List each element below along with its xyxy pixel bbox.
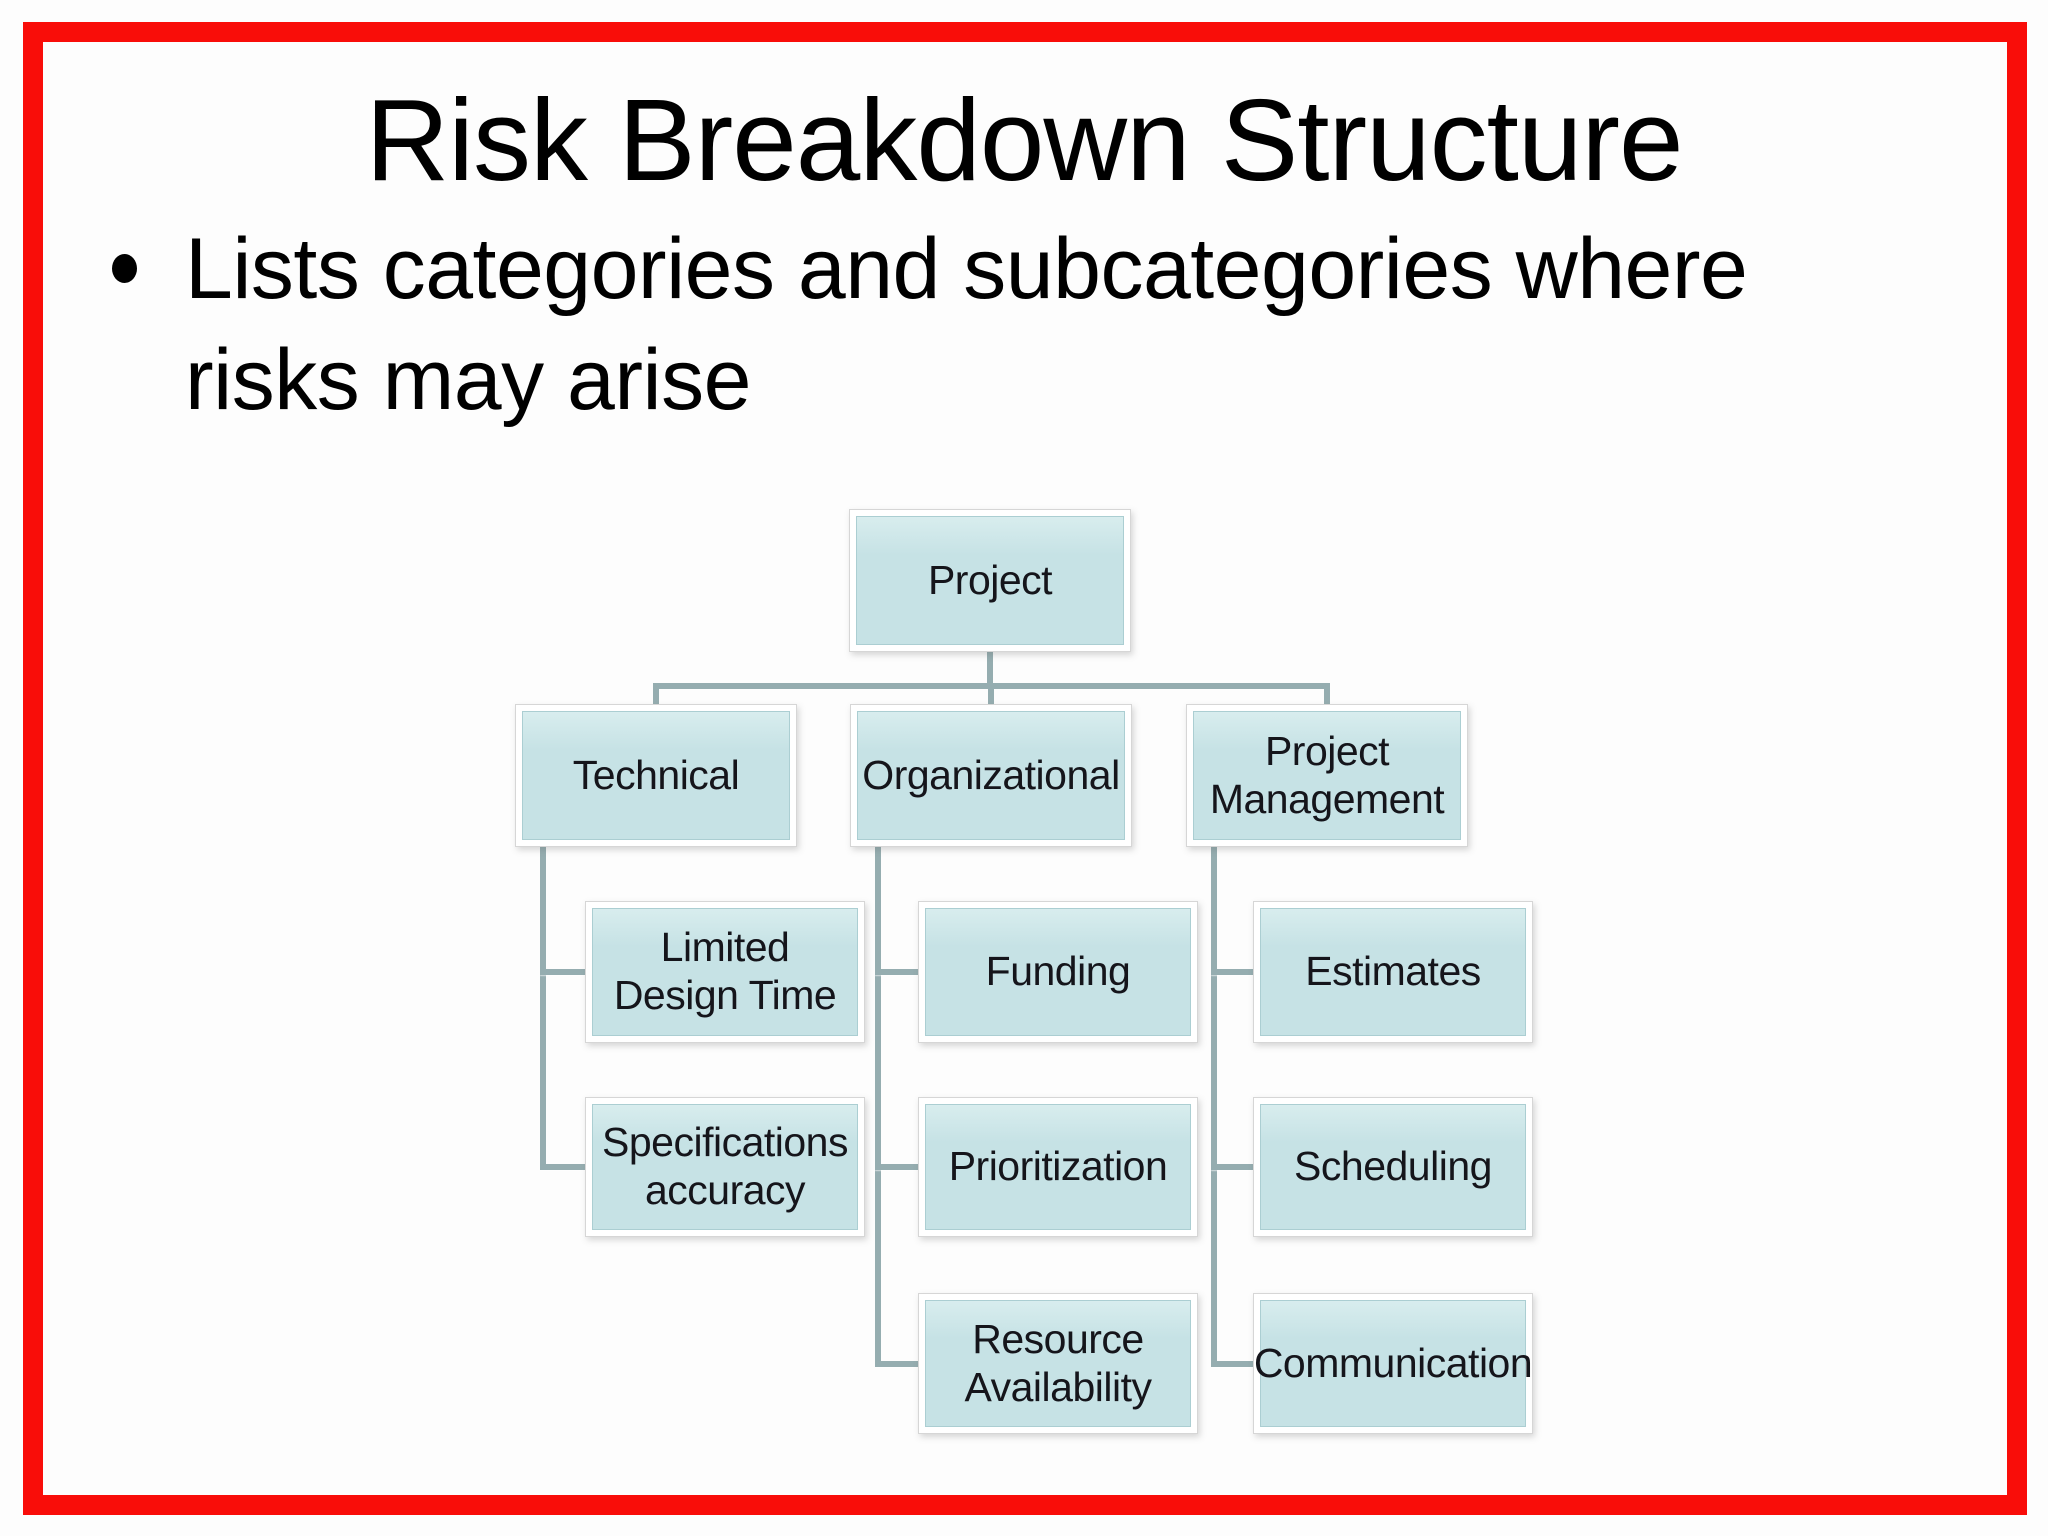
diagram-node-fill: Specifications accuracy: [592, 1104, 858, 1230]
diagram-node-fill: Project Management: [1193, 711, 1461, 840]
connector-line: [1211, 847, 1217, 1367]
diagram-node-estimates: Estimates: [1253, 901, 1533, 1043]
diagram-node-scheduling: Scheduling: [1253, 1097, 1533, 1237]
connector-line: [875, 1360, 918, 1367]
connector-line: [1211, 1360, 1253, 1367]
diagram-node-label: Estimates: [1305, 948, 1481, 995]
diagram-node-technical: Technical: [515, 704, 797, 847]
bullet-text: Lists categories and subcategories where…: [185, 221, 1748, 428]
diagram-node-label: Communication: [1253, 1339, 1533, 1386]
bullet-marker: [112, 254, 137, 283]
diagram-node-organizational: Organizational: [850, 704, 1132, 847]
connector-line: [875, 847, 881, 1367]
diagram-node-fill: Communication: [1254, 1300, 1533, 1427]
diagram-node-label: Organizational: [862, 751, 1120, 798]
connector-line: [540, 847, 546, 1170]
diagram-node-fill: Estimates: [1260, 908, 1526, 1036]
connector-line: [540, 969, 585, 975]
diagram-node-label: Funding: [985, 948, 1131, 995]
diagram-node-fill: Prioritization: [925, 1104, 1191, 1230]
diagram-node-label: Limited Design Time: [613, 924, 837, 1018]
diagram-node-fill: Project: [856, 516, 1124, 645]
connector-line: [1211, 969, 1253, 975]
connector-line: [653, 683, 1330, 689]
diagram-node-fill: Organizational: [857, 711, 1125, 840]
diagram-node-label: Resource Availability: [964, 1315, 1152, 1410]
connector-line: [875, 969, 918, 975]
diagram-node-specifications-accuracy: Specifications accuracy: [585, 1097, 865, 1237]
diagram-node-prioritization: Prioritization: [918, 1097, 1198, 1237]
diagram-node-label: Prioritization: [948, 1143, 1168, 1190]
bullet-item: Lists categories and subcategories where…: [112, 214, 1932, 436]
connector-line: [540, 1164, 585, 1170]
diagram-node-funding: Funding: [918, 901, 1198, 1043]
connector-line: [653, 689, 659, 704]
diagram-node-label: Project: [927, 556, 1053, 603]
connector-line: [1324, 689, 1330, 704]
diagram-node-label: Specifications accuracy: [602, 1119, 848, 1213]
diagram-node-fill: Limited Design Time: [592, 908, 858, 1036]
diagram-node-resource-availability: Resource Availability: [918, 1293, 1198, 1434]
connector-line: [1211, 1164, 1253, 1170]
diagram-node-label: Project Management: [1209, 727, 1445, 822]
slide-title: Risk Breakdown Structure: [365, 75, 1684, 205]
diagram-node-fill: Funding: [925, 908, 1191, 1036]
diagram-node-limited-design-time: Limited Design Time: [585, 901, 865, 1043]
diagram-node-project-management: Project Management: [1186, 704, 1468, 847]
diagram-node-communication: Communication: [1253, 1293, 1533, 1434]
connector-line: [987, 652, 993, 689]
connector-line: [875, 1164, 918, 1170]
connector-line: [988, 689, 994, 704]
diagram-node-label: Technical: [572, 751, 740, 798]
diagram-node-fill: Resource Availability: [925, 1300, 1191, 1427]
diagram-node-label: Scheduling: [1294, 1143, 1492, 1190]
diagram-node-fill: Technical: [522, 711, 790, 840]
diagram-node-fill: Scheduling: [1260, 1104, 1526, 1230]
diagram-node-project: Project: [849, 509, 1131, 652]
